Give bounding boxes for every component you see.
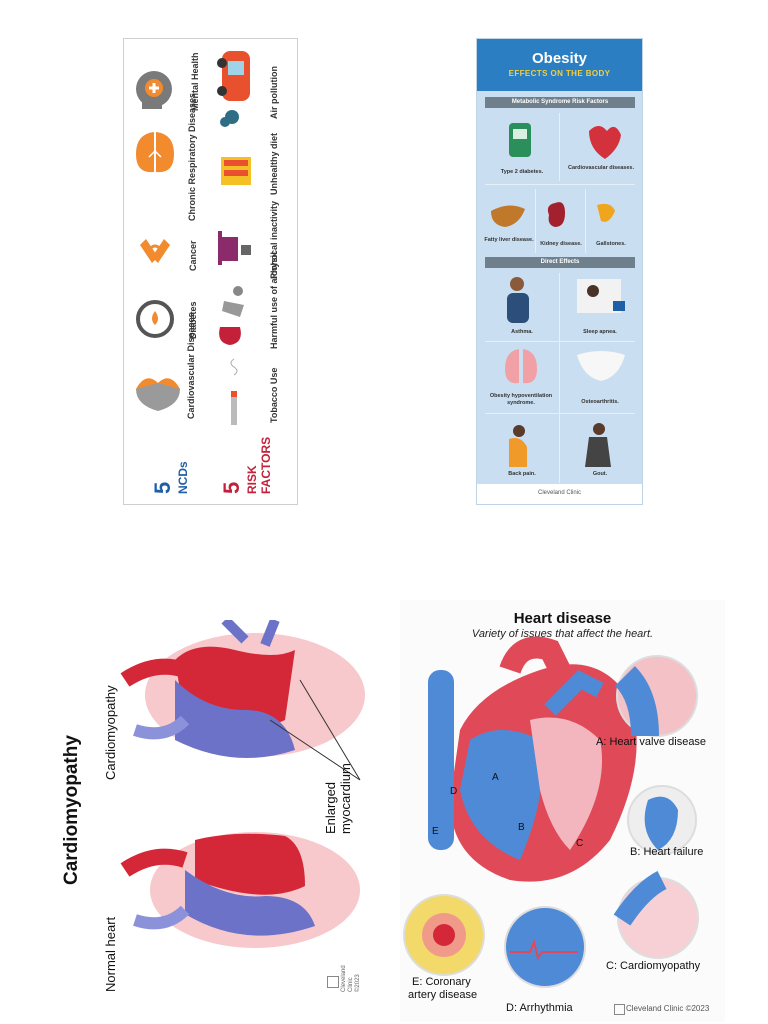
- cleveland-logo-icon: [327, 976, 339, 988]
- obesity-title: Obesity: [531, 50, 588, 67]
- letter-d: D: [450, 786, 458, 797]
- liver-icon: [491, 205, 525, 227]
- cap-sleep-apnea: Sleep apnea.: [583, 329, 617, 335]
- lungs-organ-icon: [505, 349, 537, 384]
- risk-label-tobacco: Tobacco Use: [269, 367, 279, 423]
- sleep-apnea-icon: [577, 279, 625, 313]
- asthma-icon: [507, 277, 529, 323]
- cleveland-logo-icon: [614, 1004, 625, 1015]
- tv-couch-icon: [218, 231, 251, 265]
- copyright-line-3: ©2023: [355, 974, 361, 992]
- wine-glass-icon: [219, 286, 244, 345]
- ncd-label-cancer: Cancer: [188, 240, 198, 271]
- letter-c: C: [576, 838, 584, 849]
- risk-label-diet: Unhealthy diet: [269, 132, 279, 195]
- normal-heart: [120, 832, 360, 948]
- caption-c: C: Cardiomyopathy: [606, 960, 701, 972]
- copyright-line-1: Cleveland: [341, 965, 347, 992]
- kidney-icon: [547, 202, 565, 227]
- risk-title-2: FACTORS: [259, 436, 273, 494]
- ribbon-icon: [140, 239, 170, 263]
- circle-arrhythmia: [504, 906, 586, 988]
- label-enlarged-1: Enlarged: [323, 781, 338, 834]
- risk-label-air: Air pollution: [269, 66, 279, 119]
- hd-title: Heart disease: [513, 610, 612, 627]
- cigarette-icon: [230, 358, 238, 425]
- cap-cardio: Cardiovascular diseases.: [567, 165, 635, 171]
- gallbladder-icon: [597, 203, 615, 222]
- letter-e: E: [432, 826, 439, 837]
- cap-hypoventilation: Obesity hypoventilation syndrome.: [489, 393, 553, 406]
- section-metabolic: Metabolic Syndrome Risk Factors: [485, 97, 635, 108]
- car-exhaust-icon: [217, 51, 250, 127]
- fries-icon: [221, 157, 251, 185]
- glucometer-icon: [509, 123, 531, 157]
- cap-gallstones: Gallstones.: [596, 241, 626, 247]
- obesity-icons: [491, 123, 625, 467]
- caption-e-2: artery disease: [408, 989, 478, 1001]
- obesity-footer: Cleveland Clinic: [537, 490, 582, 496]
- hd-illustration: [403, 636, 699, 988]
- back-pain-icon: [509, 425, 527, 467]
- caption-a: A: Heart valve disease: [596, 736, 707, 748]
- head-icon: [136, 71, 172, 109]
- cap-type2: Type 2 diabetes.: [500, 169, 544, 175]
- letter-b: B: [518, 822, 525, 833]
- obesity-infographic: Obesity EFFECTS ON THE BODY Metabolic Sy…: [476, 38, 643, 505]
- ncd-infographic: Mental Health Chronic Respiratory Diseas…: [123, 38, 298, 505]
- obesity-header: [477, 39, 642, 91]
- cardio-title: Cardiomyopathy: [61, 735, 82, 885]
- heart-disease-figure: Heart disease Variety of issues that aff…: [400, 600, 725, 1022]
- ncd-title: NCDs: [176, 461, 190, 494]
- ncd-number: 5: [150, 481, 175, 494]
- ncd-label-respiratory: Chronic Respiratory Diseases: [187, 92, 197, 221]
- risk-label-alcohol: Harmful use of alcohol: [269, 251, 279, 349]
- copyright-line-2: Clinic: [348, 977, 354, 992]
- letter-a: A: [492, 772, 499, 783]
- cap-gout: Gout.: [592, 471, 608, 477]
- drop-icon: [136, 300, 174, 338]
- cardiomyopathy-figure: Cardiomyopathy Cardiomyopathy Normal hea…: [55, 620, 385, 1020]
- caption-d: D: Arrhythmia: [506, 1002, 573, 1014]
- risk-number: 5: [219, 481, 244, 494]
- ncd-label-cardiovascular: Cardiovascular Diseases: [186, 312, 196, 419]
- heart-illustrations: [120, 620, 365, 948]
- label-enlarged-2: myocardium: [338, 763, 353, 834]
- cap-osteoarthritis: Osteoarthritis.: [581, 399, 619, 405]
- label-cardiomyopathy: Cardiomyopathy: [103, 685, 118, 780]
- caption-b: B: Heart failure: [630, 846, 704, 858]
- hd-subtitle: Variety of issues that affect the heart.: [471, 628, 654, 640]
- pelvis-icon: [577, 351, 625, 381]
- obesity-subtitle: EFFECTS ON THE BODY: [508, 69, 611, 78]
- ncd-icons: [136, 51, 251, 425]
- cap-back-pain: Back pain.: [508, 471, 536, 477]
- caption-e-1: E: Coronary: [412, 976, 471, 988]
- cardiomyopathy-heart: [120, 620, 365, 781]
- heart-organ-icon: [589, 126, 621, 159]
- cap-kidney: Kidney disease.: [540, 241, 582, 247]
- main-heart: [428, 636, 637, 882]
- cap-fatty-liver: Fatty liver disease.: [484, 237, 534, 243]
- lungs-icon: [136, 132, 174, 173]
- heart-icon: [136, 378, 180, 411]
- label-normal-heart: Normal heart: [103, 916, 118, 992]
- section-direct: Direct Effects: [485, 257, 635, 268]
- gout-icon: [585, 423, 611, 467]
- risk-title-1: RISK: [245, 465, 259, 494]
- cap-asthma: Asthma.: [511, 329, 533, 335]
- hd-footer: Cleveland Clinic ©2023: [626, 1004, 710, 1013]
